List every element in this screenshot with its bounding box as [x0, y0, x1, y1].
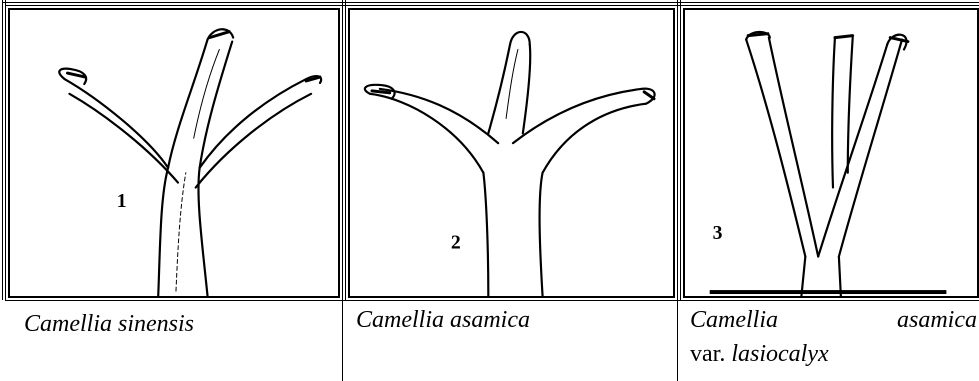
figure-2-image: 2	[348, 8, 675, 298]
figure-1-caption: Camellia sinensis	[24, 308, 194, 340]
figure-3-image: 3	[683, 8, 979, 298]
figure-3-number: 3	[713, 222, 723, 244]
figure-2-number: 2	[451, 232, 461, 254]
figure-3-caption-species: asamica	[897, 304, 977, 336]
figure-1-number: 1	[117, 190, 127, 212]
table-border-top-inner	[5, 5, 979, 6]
figure-3-caption-line-2: var. lasiocalyx	[690, 338, 829, 370]
branching-stem-drawing-3: 3	[685, 10, 977, 296]
figure-2-caption-text: Camellia asamica	[356, 307, 530, 333]
figure-3-caption-variety: lasiocalyx	[731, 341, 828, 367]
figure-1-caption-text: Camellia sinensis	[24, 311, 194, 337]
figure-3-caption: Camellia asamica var. lasiocalyx	[690, 304, 979, 381]
table-border-left-outer	[2, 0, 3, 300]
column-separator-2b	[680, 0, 681, 300]
figure-3-caption-line-1: Camellia asamica	[690, 304, 979, 336]
column-separator-1	[342, 0, 343, 381]
figure-3-caption-var-prefix: var.	[690, 341, 725, 367]
branching-stem-drawing-1: 1	[10, 10, 338, 296]
column-separator-1b	[345, 0, 346, 300]
table-border-left-inner	[5, 0, 6, 300]
table-border-top	[2, 2, 979, 3]
branching-stem-drawing-2: 2	[350, 10, 673, 296]
row-separator	[5, 300, 979, 301]
column-separator-2	[677, 0, 678, 381]
figure-2-caption: Camellia asamica	[356, 304, 530, 336]
figure-1-image: 1	[8, 8, 340, 298]
figure-3-caption-genus: Camellia	[690, 307, 778, 333]
